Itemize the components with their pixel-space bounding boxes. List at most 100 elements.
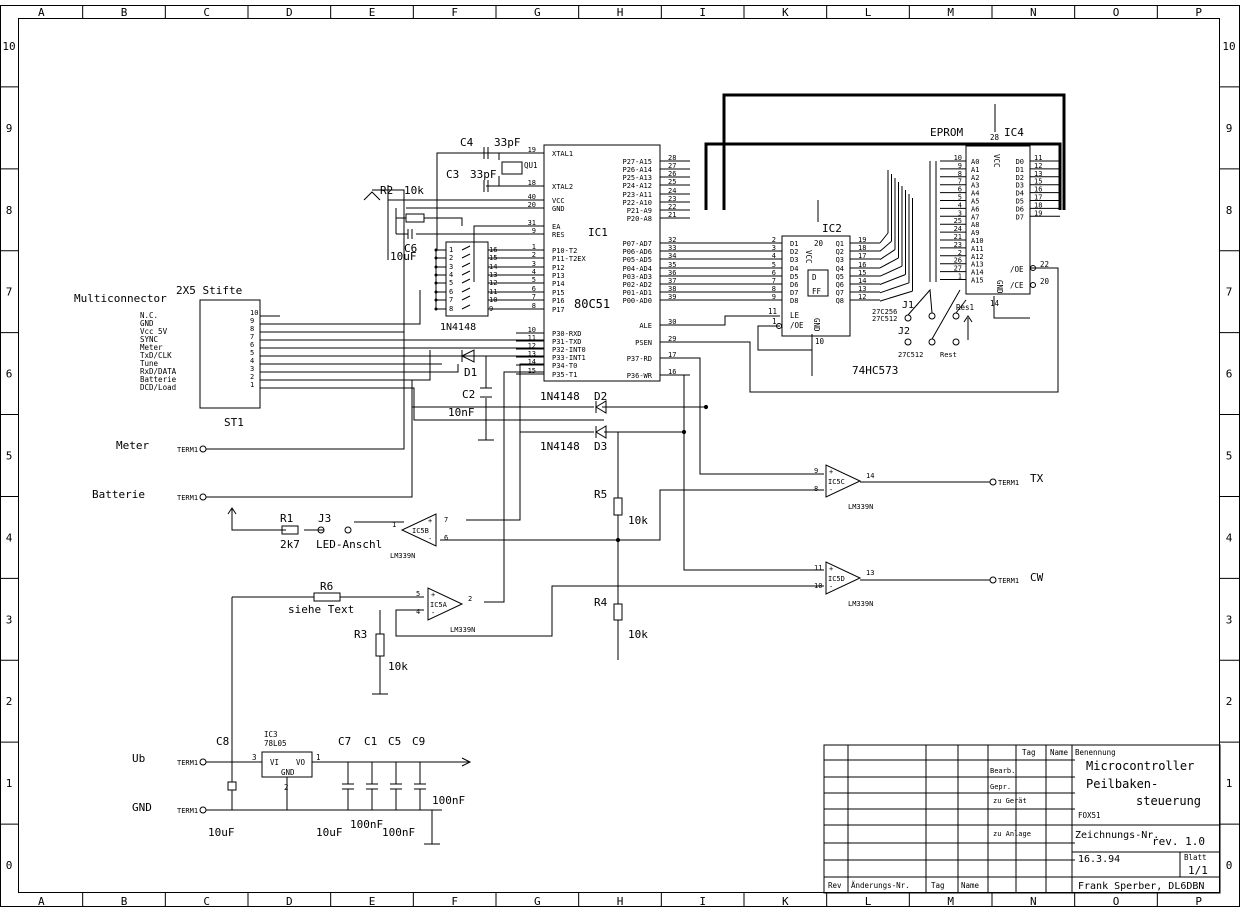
d3-type: 1N4148 — [540, 440, 580, 453]
frame-row-label: 1 — [6, 777, 13, 790]
frame-row-label: 7 — [6, 286, 13, 299]
mcu-pin-name: P21-A9 — [627, 207, 652, 215]
comparator-type: LM339N — [390, 552, 415, 560]
comparator-symbol — [825, 464, 862, 498]
mcu-pin-num: 25 — [668, 178, 676, 186]
comparator-pin-out: 1 — [392, 521, 396, 529]
connector-pin-num: 6 — [250, 341, 254, 349]
mcu-pin-num: 13 — [528, 350, 536, 358]
eprom-a-pin: 3 — [958, 209, 962, 217]
ic2-pwr-pin: 20 — [814, 239, 824, 248]
ic4-eprom: EPROM IC4 28 VCC GND 14 /OE /CE 22 20 A0… — [930, 126, 1060, 308]
j1-option-a: 27C256 — [872, 308, 897, 316]
eprom-a-label: A2 — [971, 174, 979, 182]
eprom-a-label: A9 — [971, 229, 979, 237]
diode-element — [461, 295, 471, 301]
eprom-a-pin: 6 — [958, 186, 962, 194]
ic1-microcontroller: IC1 80C51 XTAL119XTAL218VCC40GND20EA31RE… — [516, 144, 690, 382]
mcu-pin-num: 27 — [668, 162, 676, 170]
frame-row-label: 1 — [1226, 777, 1233, 790]
frame-col-label: H — [617, 6, 624, 19]
connector-pin-label: Vcc 5V — [140, 327, 168, 336]
eprom-a-label: A3 — [971, 182, 979, 190]
ic2-vcc: VCC — [804, 250, 813, 264]
ic2-ff: FF — [812, 287, 822, 296]
terminal-meter: Meter — [116, 439, 149, 452]
term-tag-batterie: TERM1 — [177, 494, 198, 502]
latch-q-pin: 19 — [858, 236, 866, 244]
frame-col-label: A — [38, 895, 45, 908]
qu1-label: QU1 — [524, 161, 538, 170]
diode-array-pin: 5 — [449, 279, 453, 287]
term-tag-tx: TERM1 — [998, 479, 1019, 487]
d2-type: 1N4148 — [540, 390, 580, 403]
latch-q-pin: 17 — [858, 252, 866, 260]
eprom-a-label: A6 — [971, 205, 979, 213]
c7-label: C7 — [338, 735, 351, 748]
mcu-pin-name: P07-AD7 — [622, 240, 652, 248]
mcu-pin-num: 7 — [532, 293, 536, 301]
terminal-cw: CW — [1030, 571, 1044, 584]
d3-label: D3 — [594, 440, 607, 453]
frame-col-label: F — [451, 895, 458, 908]
latch-d-label: D5 — [790, 273, 798, 281]
eprom-d-label: D1 — [1016, 166, 1024, 174]
ic3-pin-in: 3 — [252, 753, 257, 762]
eprom-ce-pin: 20 — [1040, 277, 1050, 286]
diode-array-pin: 12 — [489, 279, 497, 287]
tb-benennung: Benennung — [1075, 748, 1116, 757]
mcu-pin-num: 4 — [532, 268, 536, 276]
junction — [434, 281, 438, 285]
comparator-ref: IC5B — [412, 527, 429, 535]
term-tag-ub: TERM1 — [177, 759, 198, 767]
eprom-a-label: A12 — [971, 253, 984, 261]
mcu-pin-name: P01-AD1 — [622, 289, 652, 297]
ic2-le: LE — [790, 311, 800, 320]
r6-label: R6 — [320, 580, 333, 593]
frame-col-label: G — [534, 895, 541, 908]
mcu-pin-num: 37 — [668, 277, 676, 285]
mcu-pin-num: 22 — [668, 203, 676, 211]
latch-d-pin: 4 — [772, 252, 776, 260]
comparator-pin-minus: 10 — [814, 582, 822, 590]
mcu-pin-name: P17 — [552, 306, 565, 314]
ic2-le-pin: 11 — [768, 307, 777, 316]
eprom-a-label: A0 — [971, 158, 979, 166]
diode-array-pin: 10 — [489, 296, 497, 304]
mcu-pin-num: 6 — [532, 285, 536, 293]
eprom-d-label: D3 — [1016, 182, 1024, 190]
latch-d-label: D1 — [790, 240, 798, 248]
diode-array-pin: 7 — [449, 296, 453, 304]
mcu-pin-num: 8 — [532, 302, 536, 310]
latch-q-pin: 13 — [858, 285, 866, 293]
connector-pin-label: Batterie — [140, 375, 177, 384]
mcu-pin-num: 39 — [668, 293, 676, 301]
eprom-d-label: D7 — [1016, 213, 1024, 221]
jumper-block: J1 27C256 27C512 J2 Res1 27C512 Rest — [872, 288, 974, 359]
ic3-type: 78L05 — [264, 739, 287, 748]
eprom-gnd-pin: 14 — [990, 299, 1000, 308]
diode-array-pin: 2 — [449, 254, 453, 262]
power-supply: IC3 78L05 VI VO GND 3 1 2 C8 10uF C7 C1 … — [208, 730, 472, 839]
tb-zu-geraet: zu Gerät — [993, 797, 1027, 805]
r1-value: 2k7 — [280, 538, 300, 551]
tb-drawing-no: Zeichnungs-Nr. — [1075, 830, 1159, 841]
tb-author: Frank Sperber, DL6DBN — [1078, 881, 1204, 892]
ic3-vi: VI — [270, 758, 279, 767]
mcu-pin-name: P31-TXD — [552, 338, 582, 346]
j2-option-b: Rest — [940, 351, 957, 359]
connector-pin-label: DCD/Load — [140, 383, 176, 392]
tb-gepr: Gepr. — [990, 783, 1011, 791]
frame-col-label: P — [1195, 895, 1202, 908]
mcu-pin-num: 14 — [528, 358, 536, 366]
comparator-type: LM339N — [848, 503, 873, 511]
connector-pin-label: TxD/CLK — [140, 351, 172, 360]
mcu-pin-name: P22-A10 — [622, 199, 652, 207]
comparator-minus-sign: - — [829, 486, 833, 494]
diode-array-pin: 8 — [449, 305, 453, 313]
comparator-symbol — [400, 513, 437, 547]
mcu-pin-num: 20 — [528, 201, 536, 209]
r6-value: siehe Text — [288, 603, 354, 616]
crystal-section: C4 33pF C3 33pF QU1 R2 10k C6 10uF — [363, 136, 538, 263]
mcu-pin-name: P20-A8 — [627, 215, 652, 223]
